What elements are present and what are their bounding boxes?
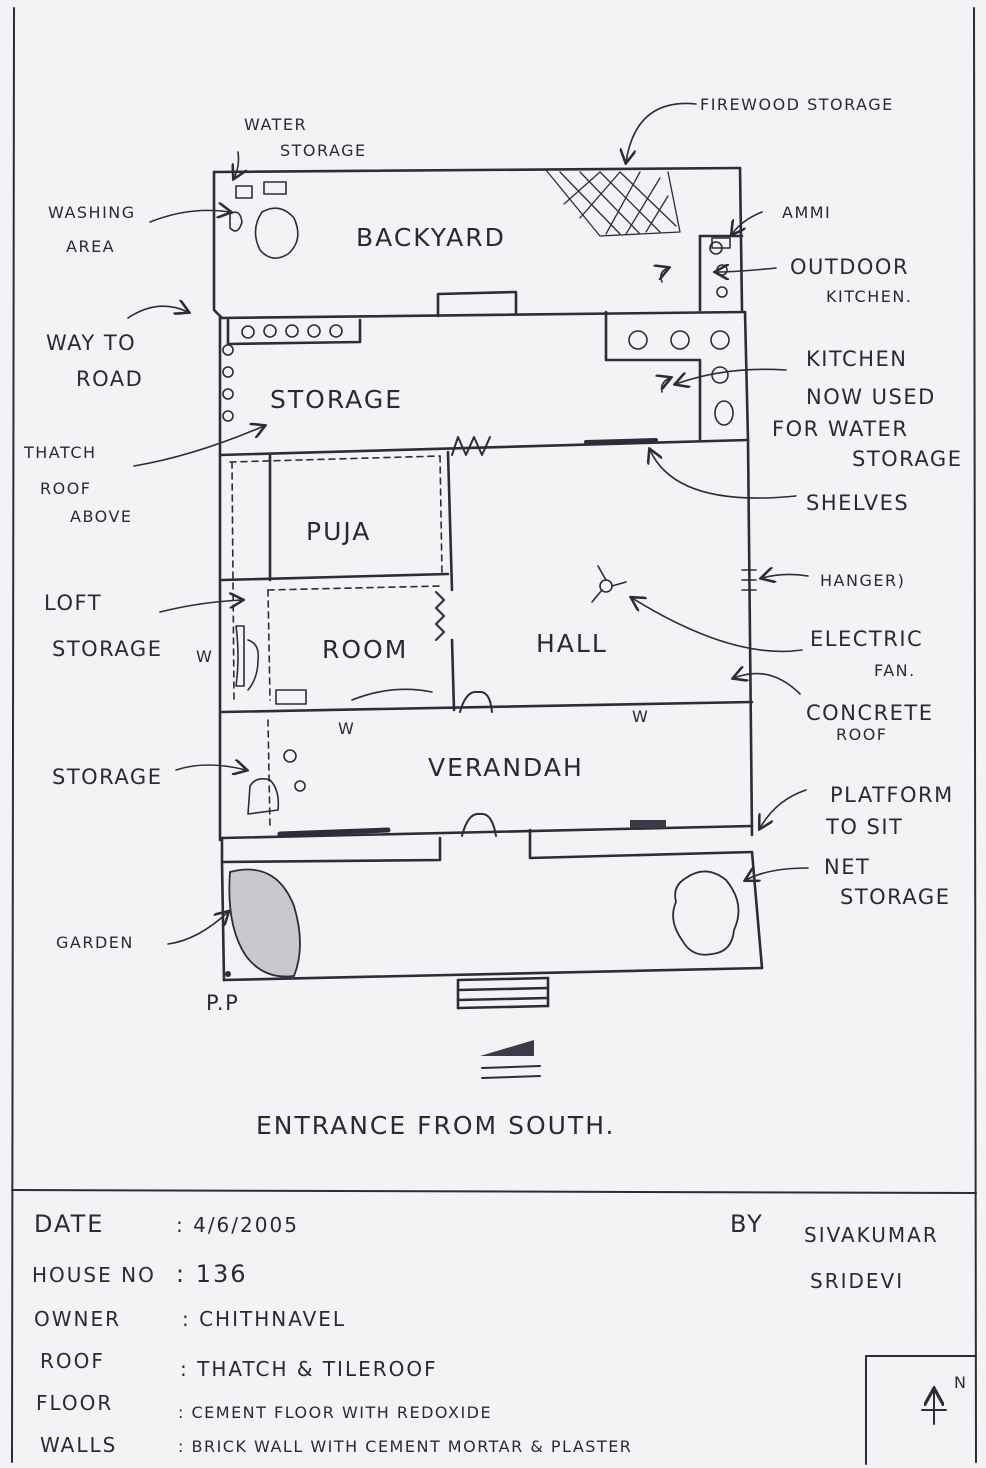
label-kitchen: KITCHEN — [806, 347, 908, 371]
owner-label: OWNER — [34, 1307, 121, 1331]
sheet-border — [11, 7, 977, 1463]
room-label-hall: HALL — [536, 629, 608, 658]
window-mark-hall: W — [632, 707, 649, 726]
room-fixtures — [235, 565, 757, 815]
label-pp: P.P — [206, 991, 239, 1015]
house-no-value: : 136 — [176, 1260, 248, 1288]
storage-pots — [222, 237, 734, 426]
label-kitchen-4: STORAGE — [852, 447, 962, 471]
label-storage-left: STORAGE — [52, 765, 162, 789]
label-outdoor-kitchen: OUTDOOR — [790, 255, 909, 279]
label-firewood-storage: FIREWOOD STORAGE — [700, 95, 894, 114]
entrance-arrow — [480, 1040, 541, 1079]
label-platform: PLATFORM — [830, 783, 954, 807]
floor-value: : CEMENT FLOOR WITH REDOXIDE — [178, 1403, 492, 1422]
garden — [225, 868, 740, 978]
room-labels: BACKYARD STORAGE PUJA ROOM HALL VERANDAH — [270, 223, 608, 782]
label-washing-area: WASHING — [48, 203, 136, 222]
label-electric-fan-2: FAN. — [874, 661, 916, 680]
dashed-roof-lines — [229, 455, 443, 829]
label-net-storage-2: STORAGE — [840, 885, 950, 909]
firewood-storage — [545, 169, 681, 237]
house-no-label: HOUSE NO — [32, 1263, 156, 1287]
label-concrete-roof-2: ROOF — [836, 725, 888, 744]
platforms — [277, 438, 666, 837]
label-outdoor-kitchen-2: KITCHEN. — [826, 287, 912, 306]
north-arrow: N — [865, 1355, 977, 1465]
walls-value: : BRICK WALL WITH CEMENT MORTAR & PLASTE… — [178, 1437, 632, 1456]
label-way-to-road: WAY TO — [46, 331, 136, 355]
room-label-room: ROOM — [322, 635, 408, 664]
label-kitchen-2: NOW USED — [806, 385, 936, 409]
annotation-arrows — [127, 102, 809, 945]
annotation-labels: WATER STORAGE FIREWOOD STORAGE WASHING A… — [23, 95, 962, 1015]
room-label-puja: PUJA — [306, 517, 371, 546]
window-mark-room: W — [196, 647, 213, 666]
by-label: BY — [730, 1210, 764, 1238]
roof-value: : THATCH & TILEROOF — [180, 1357, 438, 1381]
label-platform-2: TO SIT — [825, 815, 903, 839]
washing-area — [229, 181, 299, 259]
label-kitchen-3: FOR WATER — [772, 417, 908, 441]
author-sridevi: SRIDEVI — [810, 1269, 904, 1293]
date-value: : 4/6/2005 — [176, 1213, 299, 1237]
room-label-storage: STORAGE — [270, 385, 403, 414]
label-shelves: SHELVES — [806, 491, 909, 515]
date-label: DATE — [34, 1210, 104, 1238]
doors — [435, 436, 497, 837]
label-hanger: HANGER) — [820, 571, 905, 590]
label-garden: GARDEN — [56, 933, 134, 952]
north-label: N — [954, 1373, 967, 1392]
floor-label: FLOOR — [36, 1391, 113, 1415]
label-way-to-road-2: ROAD — [76, 367, 143, 391]
roof-label: ROOF — [40, 1349, 105, 1373]
label-electric-fan: ELECTRIC — [810, 627, 923, 651]
label-net-storage: NET — [824, 855, 870, 879]
label-water-storage: WATER — [244, 115, 307, 134]
label-water-storage-2: STORAGE — [280, 141, 367, 160]
window-mark-verandah: W — [338, 719, 355, 738]
label-thatch-roof-3: ABOVE — [70, 507, 133, 526]
label-washing-area-2: AREA — [66, 237, 115, 256]
walls-label: WALLS — [40, 1433, 117, 1457]
label-loft-storage-2: STORAGE — [52, 637, 162, 661]
label-loft-storage: LOFT — [44, 591, 102, 615]
entrance-caption: ENTRANCE FROM SOUTH. — [256, 1111, 616, 1140]
label-ammi: AMMI — [782, 203, 831, 222]
room-label-verandah: VERANDAH — [428, 753, 584, 782]
room-label-backyard: BACKYARD — [356, 223, 506, 252]
owner-value: : CHITHNAVEL — [182, 1307, 346, 1331]
label-concrete-roof: CONCRETE — [806, 701, 934, 725]
author-sivakumar: SIVAKUMAR — [804, 1223, 939, 1247]
label-thatch-roof: THATCH — [23, 443, 97, 462]
info-block: DATE : 4/6/2005 HOUSE NO : 136 OWNER : C… — [32, 1210, 939, 1457]
label-thatch-roof-2: ROOF — [40, 479, 92, 498]
